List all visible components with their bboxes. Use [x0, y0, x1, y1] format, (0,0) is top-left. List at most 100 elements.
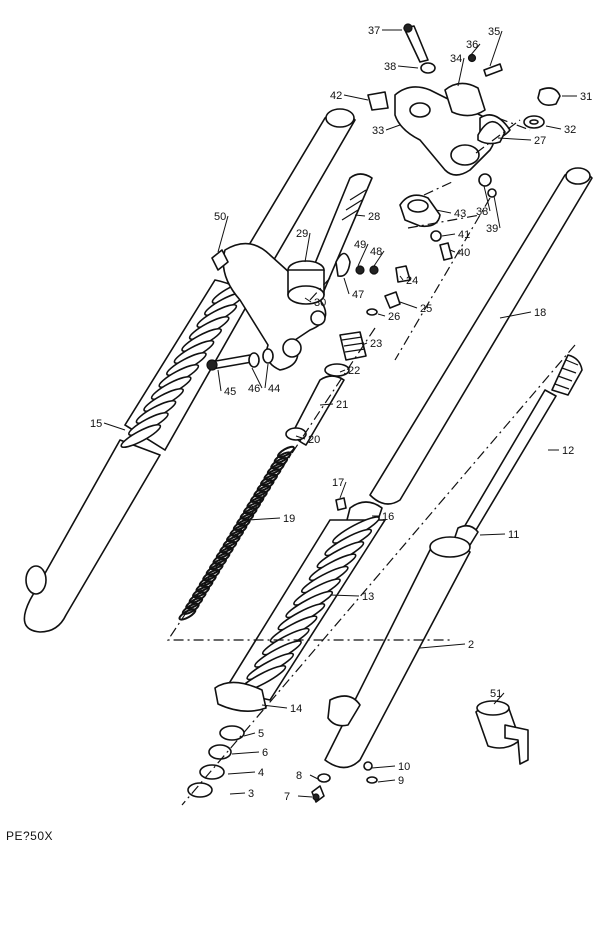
- callout-32: 32: [564, 124, 576, 136]
- leader-34: [457, 57, 465, 87]
- leader-41: [441, 233, 456, 237]
- callout-49: 49: [354, 239, 366, 251]
- callout-17: 17: [332, 477, 344, 489]
- callout-18: 18: [534, 307, 546, 319]
- boot-13: [223, 516, 387, 701]
- fork-spring-19: [178, 445, 295, 621]
- left-fork-upper-tube: [239, 108, 356, 271]
- callout-14: 14: [290, 703, 302, 715]
- leader-45: [217, 369, 222, 392]
- nut-39: [487, 188, 497, 198]
- callout-50: 50: [214, 211, 226, 223]
- callout-40: 40: [458, 247, 470, 259]
- spring-coil: [178, 608, 197, 621]
- leader-47: [343, 277, 350, 295]
- leader-35: [489, 30, 503, 67]
- left-fork-boot: [120, 279, 253, 452]
- circlip-4: [199, 764, 225, 780]
- leader-28: [354, 214, 366, 217]
- callout-46: 46: [248, 383, 260, 395]
- callout-24: 24: [406, 275, 418, 287]
- bolt-35: [483, 63, 503, 77]
- leader-17: [339, 481, 347, 499]
- leader-50: [217, 215, 229, 253]
- leader-25: [399, 301, 418, 309]
- leader-42: [343, 94, 369, 101]
- callout-7: 7: [284, 791, 290, 803]
- oring-26: [366, 308, 378, 316]
- leader-18: [499, 311, 532, 319]
- leader-30: [304, 297, 312, 303]
- bolt-37: [403, 23, 429, 63]
- callout-26: 26: [388, 311, 400, 323]
- leader-49: [357, 243, 369, 267]
- valve-24: [395, 265, 411, 283]
- washer-38-lower: [478, 173, 492, 187]
- nut-48: [369, 265, 379, 275]
- washer-32: [523, 115, 545, 129]
- phantom-lines: [166, 117, 576, 806]
- callout-48: 48: [370, 246, 382, 258]
- leader-11: [479, 533, 506, 536]
- leader-33: [385, 124, 401, 131]
- callout-34: 34: [450, 53, 462, 65]
- callout-4: 4: [258, 767, 264, 779]
- callout-8: 8: [296, 770, 302, 782]
- callout-43: 43: [454, 208, 466, 220]
- callout-44: 44: [268, 383, 280, 395]
- leader-7: [297, 795, 313, 798]
- leader-14: [261, 704, 288, 709]
- washer-8: [317, 773, 331, 783]
- washer-44: [262, 348, 274, 364]
- leader-6: [231, 751, 260, 755]
- callout-19: 19: [283, 513, 295, 525]
- callout-2: 2: [468, 639, 474, 651]
- callout-51: 51: [490, 688, 502, 700]
- left-fork-outer-tube: [23, 439, 161, 633]
- bolt-7: [311, 785, 325, 803]
- callout-16: 16: [382, 511, 394, 523]
- callout-29: 29: [296, 228, 308, 240]
- spring-seat-23: [339, 331, 367, 361]
- callout-36: 36: [466, 39, 478, 51]
- callout-25: 25: [420, 303, 432, 315]
- callout-33: 33: [372, 125, 384, 137]
- callout-5: 5: [258, 728, 264, 740]
- leader-27: [497, 137, 532, 141]
- outer-tube-2: [324, 536, 471, 769]
- callout-27: 27: [534, 135, 546, 147]
- callout-42: 42: [330, 90, 342, 102]
- leader-46: [251, 367, 263, 389]
- callout-35: 35: [488, 26, 500, 38]
- bolt-40: [439, 242, 453, 261]
- washer-46: [248, 352, 260, 368]
- callout-12: 12: [562, 445, 574, 457]
- clip-42: [367, 91, 389, 111]
- callout-45: 45: [224, 386, 236, 398]
- oil-seal-5: [219, 725, 245, 741]
- leader-43: [435, 209, 452, 214]
- leader-13: [329, 594, 360, 597]
- callout-39: 39: [486, 223, 498, 235]
- callout-13: 13: [362, 591, 374, 603]
- leader-24: [399, 275, 404, 281]
- upper-bracket: [394, 86, 496, 176]
- leader-20: [295, 435, 306, 440]
- callout-38: 38: [384, 61, 396, 73]
- boot-clamp-14: [214, 681, 267, 712]
- washer-41: [430, 230, 442, 242]
- leader-4: [227, 771, 256, 775]
- leader-8: [309, 774, 319, 780]
- callout-22: 22: [348, 365, 360, 377]
- lower-bracket: [222, 242, 327, 371]
- leader-26: [377, 313, 386, 317]
- leader-29: [304, 232, 311, 263]
- bolt-17: [335, 497, 347, 511]
- screw-50: [211, 249, 229, 271]
- leader-19: [247, 517, 281, 521]
- leader-15: [103, 422, 126, 431]
- oring-47: [335, 252, 351, 278]
- leader-2: [419, 643, 466, 649]
- callout-37: 37: [368, 25, 380, 37]
